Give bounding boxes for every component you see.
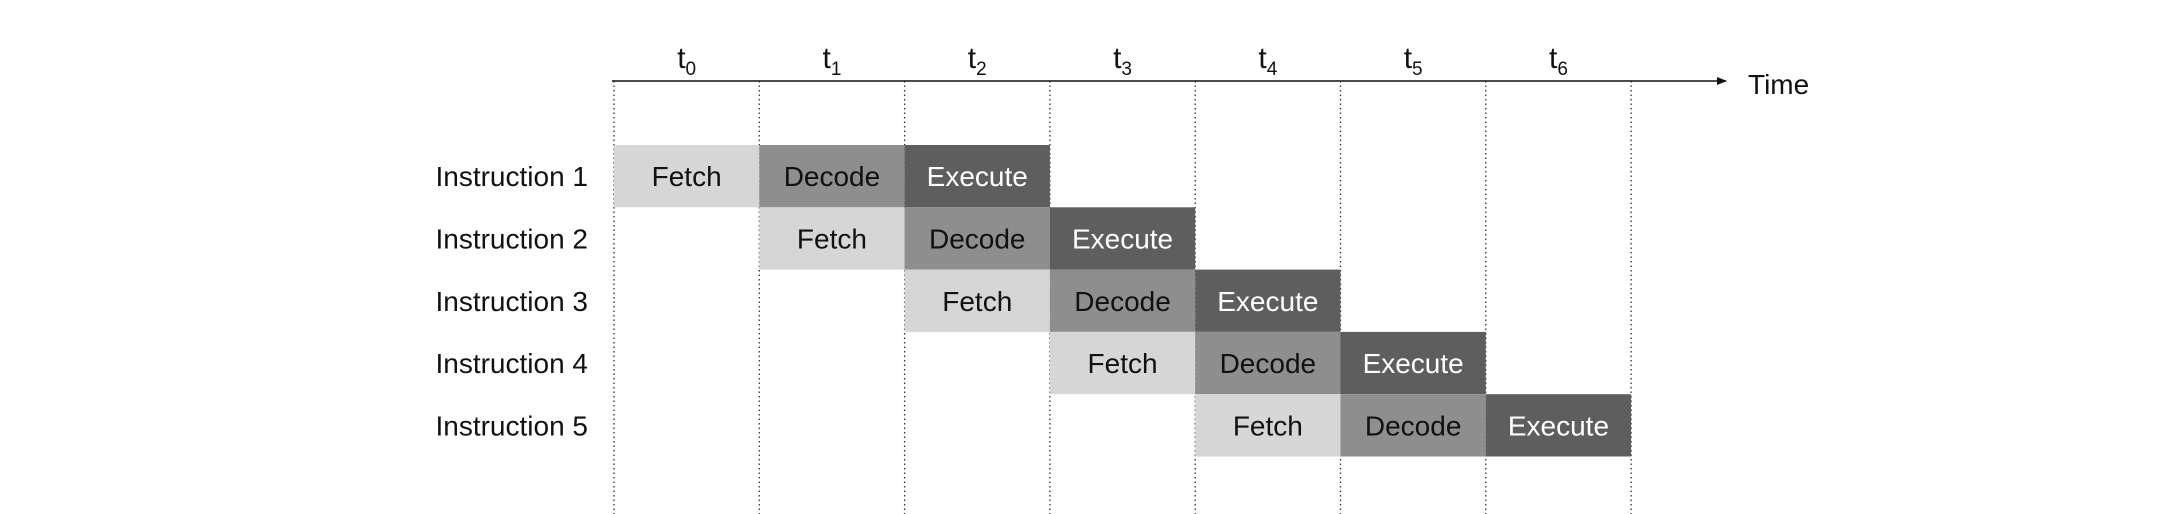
stage-label-execute: Execute [1072,223,1173,254]
tick-subscript: 3 [1121,59,1132,80]
stage-block-fetch [614,145,760,208]
tick-base: t [1113,42,1122,75]
stage-label-execute: Execute [1508,410,1609,441]
stage-block-execute [1195,269,1341,332]
time-tick-label: t0 [677,42,696,80]
stage-block-execute [1485,394,1632,457]
stage-block-execute [1049,207,1196,270]
instruction-label: Instruction 3 [435,286,588,317]
tick-subscript: 0 [686,59,697,80]
stage-block-fetch [904,269,1050,332]
stage-block-decode [1340,394,1486,457]
tick-base: t [968,42,977,75]
tick-subscript: 6 [1557,59,1568,80]
stage-block-fetch [1049,331,1196,395]
instruction-row: Instruction 1 Fetch Decode Execute [435,145,1050,208]
stage-label-decode: Decode [1074,286,1171,317]
stage-label-fetch: Fetch [942,286,1012,317]
instruction-label: Instruction 1 [435,161,588,192]
stage-label-execute: Execute [927,161,1028,192]
time-tick-label: t3 [1113,42,1132,80]
tick-subscript: 4 [1267,59,1278,80]
stage-label-fetch: Fetch [652,161,722,192]
instruction-label: Instruction 5 [435,410,588,441]
stage-block-fetch [759,207,905,270]
stage-block-execute [904,145,1050,208]
time-tick-label: t5 [1404,42,1423,80]
instruction-row: Instruction 5 Fetch Decode Execute [435,394,1632,457]
instruction-label: Instruction 2 [435,223,588,254]
time-axis-label: Time [1748,69,1809,100]
time-tick-label: t1 [822,42,841,80]
instruction-label: Instruction 4 [435,348,588,379]
stage-label-decode: Decode [784,161,881,192]
tick-base: t [677,42,686,75]
time-tick-label: t4 [1258,42,1277,80]
tick-base: t [1404,42,1413,75]
tick-base: t [1549,42,1558,75]
instruction-row: Instruction 3 Fetch Decode Execute [435,269,1341,332]
stage-block-decode [1195,331,1341,395]
time-axis: Time [612,69,1809,100]
stage-label-decode: Decode [1220,348,1317,379]
instruction-row: Instruction 2 Fetch Decode Execute [435,207,1196,270]
stage-label-decode: Decode [1365,410,1462,441]
stage-block-fetch [1195,394,1341,457]
stage-block-decode [904,207,1050,270]
stage-block-decode [759,145,905,208]
stage-label-decode: Decode [929,223,1026,254]
stage-label-fetch: Fetch [797,223,867,254]
stage-label-fetch: Fetch [1088,348,1158,379]
time-tick-label: t2 [968,42,987,80]
tick-subscript: 1 [831,59,842,80]
tick-base: t [822,42,831,75]
stage-block-decode [1049,269,1196,332]
time-tick-label: t6 [1549,42,1568,80]
stage-block-execute [1340,331,1486,395]
stage-label-fetch: Fetch [1233,410,1303,441]
stage-label-execute: Execute [1217,286,1318,317]
instruction-row: Instruction 4 Fetch Decode Execute [435,331,1486,395]
tick-subscript: 2 [976,59,987,80]
tick-subscript: 5 [1412,59,1423,80]
tick-base: t [1258,42,1267,75]
stage-label-execute: Execute [1363,348,1464,379]
